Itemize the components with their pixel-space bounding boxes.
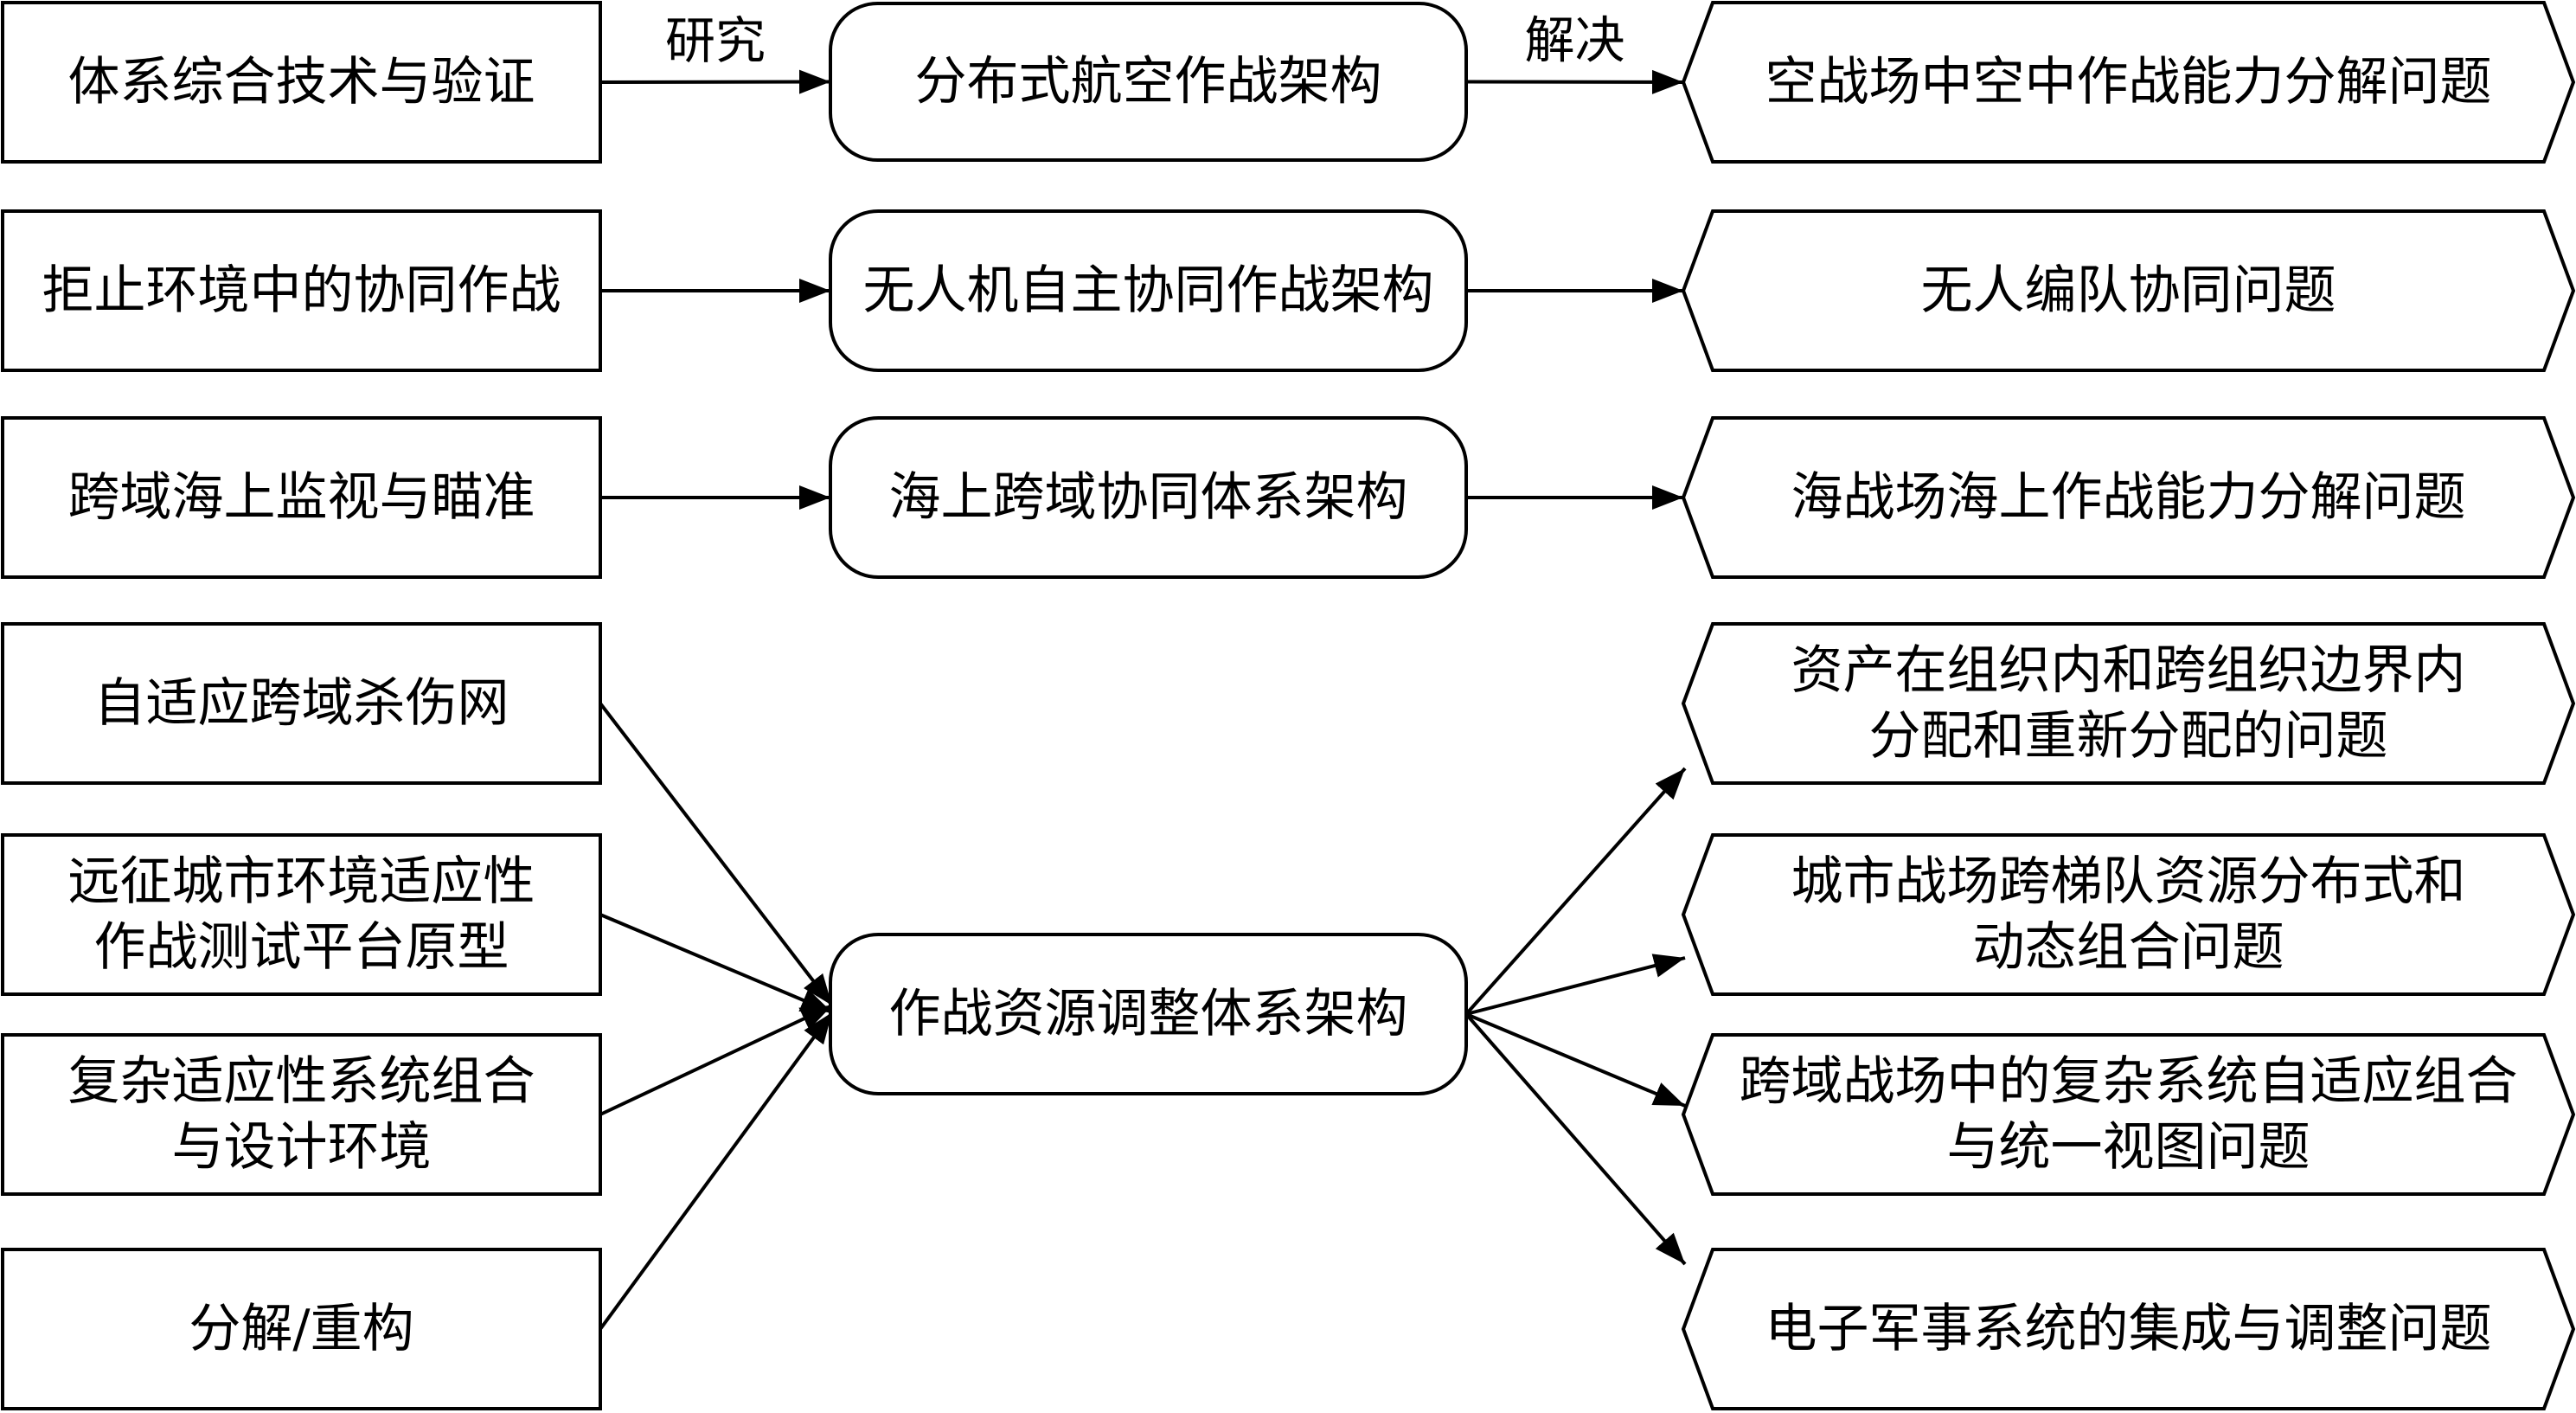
node-box (829, 933, 1468, 1095)
node-label-line: 与统一视图问题 (1947, 1117, 2310, 1178)
node-box (1681, 1248, 2576, 1410)
node-box (1681, 1033, 2576, 1196)
node-label-line: 作战资源调整体系架构 (889, 984, 1408, 1044)
node-box (1681, 209, 2576, 372)
node-box (1681, 1, 2576, 164)
architecture-node-a2: 无人机自主协同作战架构 (829, 209, 1468, 372)
edge-s6-a4 (599, 1004, 833, 1116)
edge-label-research: 研究 (665, 11, 766, 70)
node-label-line: 分布式航空作战架构 (915, 52, 1382, 112)
node-label-line: 城市战场跨梯队资源分布式和 (1791, 851, 2466, 912)
edge-a4-p7 (1464, 1012, 1687, 1266)
architecture-node-a3: 海上跨域协同体系架构 (829, 416, 1468, 579)
edge-s4-a4 (599, 702, 834, 1007)
architecture-node-a4: 作战资源调整体系架构 (829, 933, 1468, 1095)
node-box (1, 1033, 602, 1196)
source-node-s4: 自适应跨域杀伤网 (1, 622, 602, 785)
edges-layer (599, 69, 1687, 1331)
node-label-line: 复杂适应性系统组合 (68, 1051, 535, 1112)
node-label-line: 海上跨域协同体系架构 (889, 467, 1408, 528)
node-label-line: 跨域海上监视与瞄准 (68, 467, 535, 528)
problem-node-p1: 空战场中空中作战能力分解问题 (1681, 1, 2576, 164)
architecture-node-a1: 分布式航空作战架构 (829, 2, 1468, 162)
edge-s5-a4 (599, 913, 833, 1014)
node-label-line: 电子军事系统的集成与调整问题 (1765, 1299, 2492, 1359)
node-label-line: 空战场中空中作战能力分解问题 (1765, 52, 2492, 112)
edge-s1-a1 (599, 69, 831, 94)
node-label-line: 海战场海上作战能力分解问题 (1791, 467, 2466, 528)
node-label-line: 体系综合技术与验证 (68, 52, 535, 112)
node-label-line: 自适应跨域杀伤网 (94, 673, 509, 734)
source-node-s3: 跨域海上监视与瞄准 (1, 416, 602, 579)
edge-a4-p5 (1465, 954, 1686, 1016)
edge-labels-layer: 研究 解决 (665, 11, 1625, 71)
node-label-line: 作战测试平台原型 (94, 917, 509, 978)
node-label-line: 动态组合问题 (1973, 917, 2284, 978)
edge-label-solve: 解决 (1524, 11, 1624, 70)
problem-node-p2: 无人编队协同问题 (1681, 209, 2576, 372)
node-label-line: 无人机自主协同作战架构 (863, 260, 1434, 321)
node-label-line: 与设计环境 (172, 1117, 432, 1178)
source-node-s2: 拒止环境中的协同作战 (1, 209, 602, 372)
node-label-line: 资产在组织内和跨组织边界内 (1791, 640, 2466, 701)
node-box (1, 622, 602, 785)
node-label-line: 分配和重新分配的问题 (1869, 706, 2388, 767)
source-node-s1: 体系综合技术与验证 (1, 1, 602, 164)
node-box (1681, 622, 2576, 785)
node-box (829, 416, 1468, 579)
node-box (1681, 416, 2576, 579)
node-box (1, 1248, 602, 1410)
node-label-line: 拒止环境中的协同作战 (42, 260, 561, 321)
node-label-line: 跨域战场中的复杂系统自适应组合 (1740, 1051, 2518, 1112)
edge-a4-p6 (1465, 1012, 1686, 1108)
edge-a1-p1 (1465, 69, 1684, 94)
node-box (1, 209, 602, 372)
node-label-line: 无人编队协同问题 (1921, 260, 2336, 321)
source-node-s7: 分解/重构 (1, 1248, 602, 1410)
node-box (829, 209, 1468, 372)
node-box (1681, 833, 2576, 996)
problem-node-p3: 海战场海上作战能力分解问题 (1681, 416, 2576, 579)
edge-a4-p4 (1464, 767, 1687, 1016)
problem-node-p7: 电子军事系统的集成与调整问题 (1681, 1248, 2576, 1410)
node-label-line: 远征城市环境适应性 (68, 851, 535, 912)
node-box (829, 2, 1468, 162)
edge-s7-a4 (599, 1011, 834, 1331)
node-label-line: 分解/重构 (189, 1299, 413, 1359)
node-box (1, 1, 602, 164)
node-box (1, 833, 602, 996)
node-box (1, 416, 602, 579)
